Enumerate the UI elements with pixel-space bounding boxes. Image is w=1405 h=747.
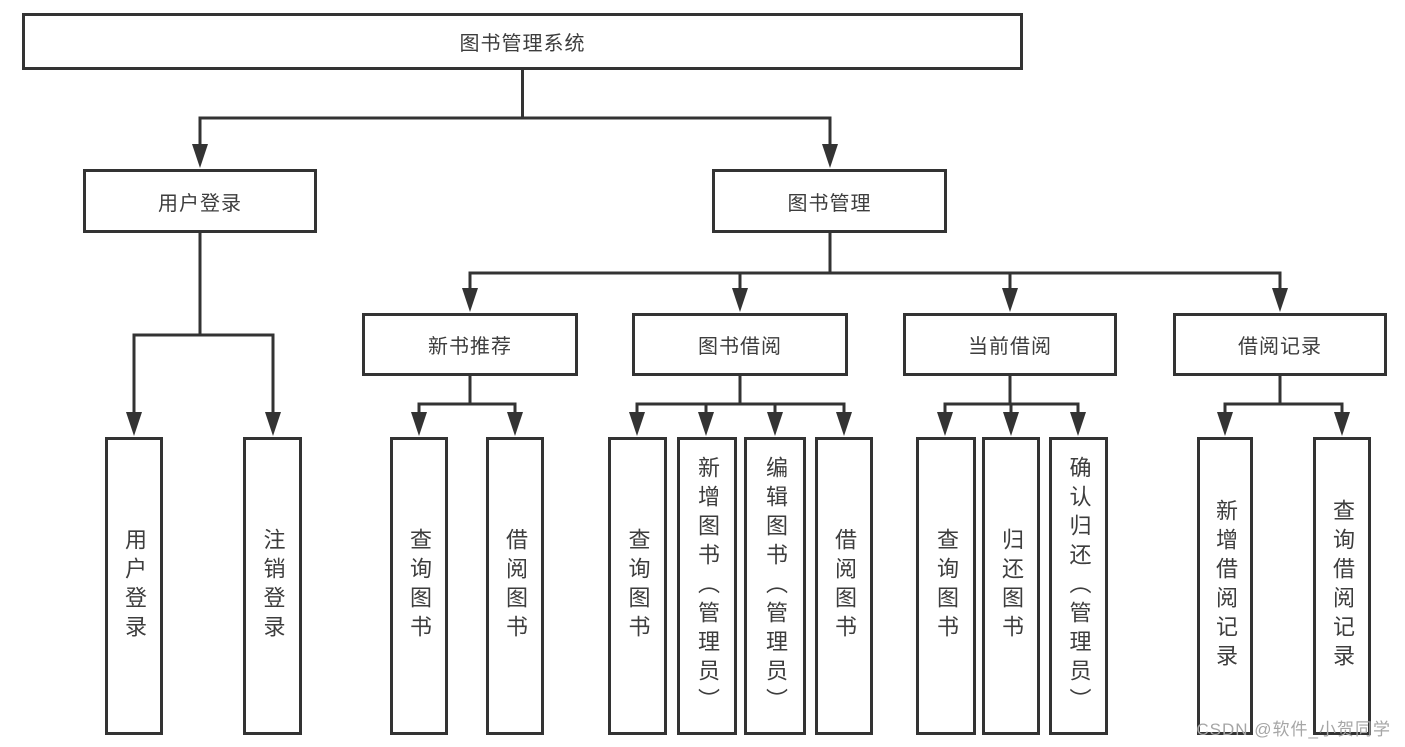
arrowhead-icon	[836, 412, 852, 436]
node-current-borrow: 当前借阅	[903, 313, 1117, 376]
leaf-confirm-return-admin: 确认归还（管理员）	[1049, 437, 1108, 735]
arrowhead-icon	[462, 288, 478, 312]
arrowhead-icon	[1070, 412, 1086, 436]
connector-root-to-level2	[198, 70, 832, 146]
arrowhead-icon	[1334, 412, 1350, 436]
arrowhead-icon	[629, 412, 645, 436]
connector-newbooks-to-leaves	[417, 374, 517, 414]
connector-mgmt-to-level3	[468, 232, 1282, 291]
node-new-book-recommend: 新书推荐	[362, 313, 578, 376]
leaf-borrow-books-2: 借阅图书	[815, 437, 873, 735]
watermark-text: CSDN @软件_小贺同学	[1196, 720, 1391, 739]
arrowhead-icon	[937, 412, 953, 436]
leaf-return-books: 归还图书	[982, 437, 1040, 735]
arrowhead-icon	[822, 144, 838, 168]
leaf-edit-books-admin: 编辑图书（管理员）	[744, 437, 806, 735]
arrowhead-icon	[1003, 412, 1019, 436]
connector-current-to-leaves	[943, 374, 1080, 414]
arrowhead-icon	[732, 288, 748, 312]
node-borrow-records: 借阅记录	[1173, 313, 1387, 376]
leaf-query-borrow-record: 查询借阅记录	[1313, 437, 1371, 735]
leaf-query-books-1: 查询图书	[390, 437, 448, 735]
arrowheads	[126, 144, 1350, 436]
node-book-borrow: 图书借阅	[632, 313, 848, 376]
leaf-add-borrow-record: 新增借阅记录	[1197, 437, 1253, 735]
leaf-logout: 注销登录	[243, 437, 302, 735]
arrowhead-icon	[192, 144, 208, 168]
connector-borrow-to-leaves	[635, 374, 846, 414]
leaf-borrow-books-1: 借阅图书	[486, 437, 544, 735]
arrowhead-icon	[1002, 288, 1018, 312]
node-book-management: 图书管理	[712, 169, 947, 233]
connector-records-to-leaves	[1223, 374, 1344, 414]
leaf-user-login: 用户登录	[105, 437, 163, 735]
leaf-query-books-3: 查询图书	[916, 437, 976, 735]
arrowhead-icon	[1272, 288, 1288, 312]
arrowhead-icon	[507, 412, 523, 436]
node-user-login: 用户登录	[83, 169, 317, 233]
leaf-add-books-admin: 新增图书（管理员）	[677, 437, 737, 735]
arrowhead-icon	[767, 412, 783, 436]
arrowhead-icon	[698, 412, 714, 436]
connector-login-to-leaves	[132, 232, 275, 414]
arrowhead-icon	[1217, 412, 1233, 436]
leaf-query-books-2: 查询图书	[608, 437, 667, 735]
arrowhead-icon	[126, 412, 142, 436]
node-root-system: 图书管理系统	[22, 13, 1023, 70]
arrowhead-icon	[411, 412, 427, 436]
arrowhead-icon	[265, 412, 281, 436]
